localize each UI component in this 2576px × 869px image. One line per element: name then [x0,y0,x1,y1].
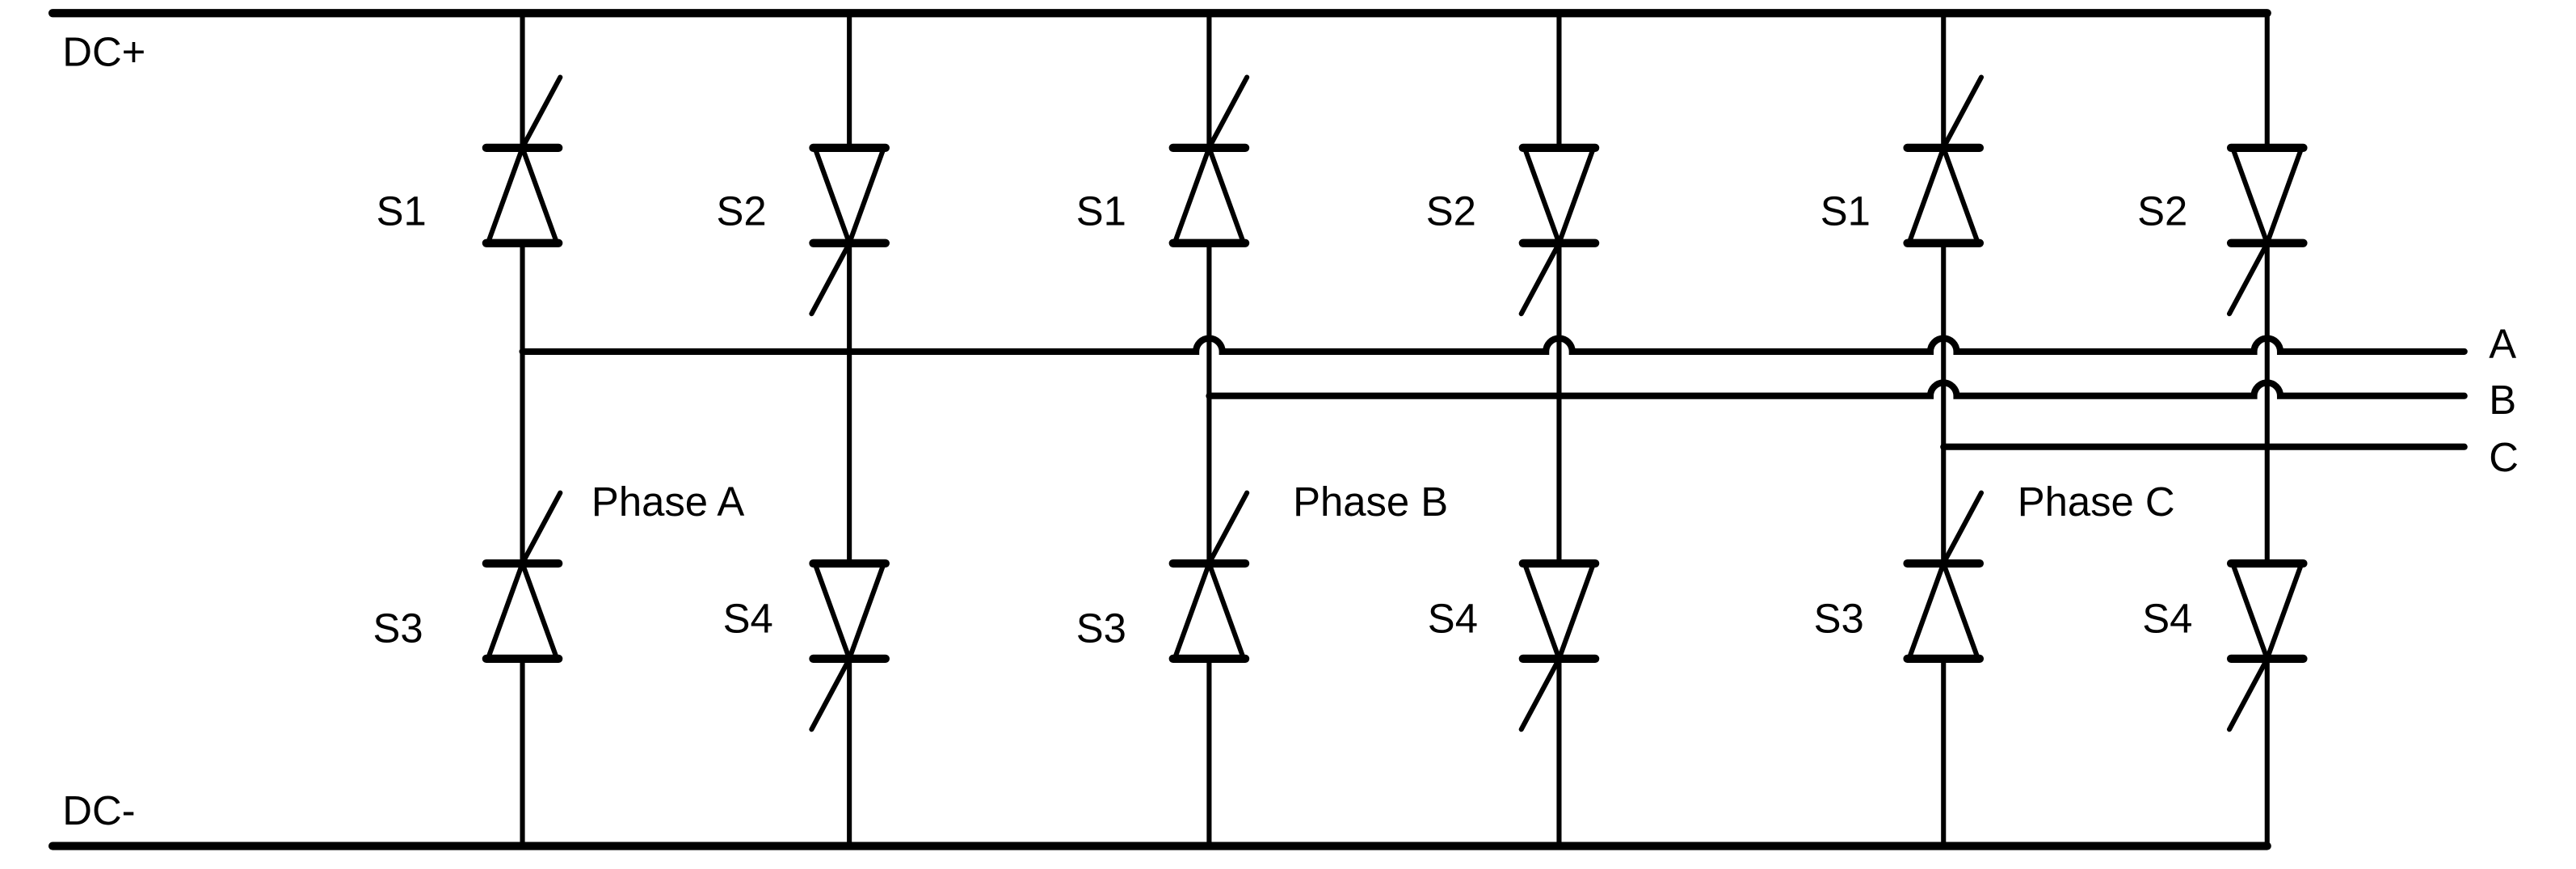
thyristor-triangle [812,145,886,246]
switch-label-a-s2: S2 [716,188,766,234]
wires [48,9,2468,850]
switch-label-b-s4: S4 [1428,595,1478,641]
thyristor-triangle [485,560,560,661]
dc-plus-label: DC+ [62,28,145,74]
thyristor-triangle [485,145,560,246]
thyristor-c-s4 [2226,559,2308,732]
thyristor-a-s3 [482,490,563,663]
thyristor-triangle [812,560,886,661]
switch-label-b-s3: S3 [1076,605,1126,652]
gate-lead [809,243,851,317]
thyristor-c-s3 [1903,490,1985,663]
gate-lead [2226,243,2268,317]
phase-b-label: Phase B [1293,479,1448,525]
gate-lead [1943,74,1985,147]
output-label-a: A [2489,321,2516,367]
switch-label-b-s1: S1 [1076,188,1126,234]
thyristor-b-s2 [1518,143,1600,317]
thyristor-triangle [1522,145,1597,246]
switch-label-c-s3: S3 [1814,595,1864,641]
thyristor-c-s1 [1903,74,1985,247]
thyristor-b-s3 [1168,490,1250,663]
gate-lead [1518,659,1560,732]
thyristor-a-s2 [809,143,890,317]
output-line-a [519,335,2468,355]
thyristor-b-s4 [1518,559,1600,732]
thyristor-a-s1 [482,74,563,247]
gate-lead [2226,659,2268,732]
phase-c-label: Phase C [2018,479,2175,525]
switch-label-c-s4: S4 [2142,595,2192,641]
thyristor-triangle [1522,560,1597,661]
gate-lead [809,659,851,732]
thyristor-triangle [1906,560,1980,661]
switch-label-a-s3: S3 [373,605,423,652]
output-label-c: C [2489,434,2519,480]
thyristor-b-s1 [1168,74,1250,247]
gate-lead [1208,74,1250,147]
thyristor-triangle [1906,145,1980,246]
gate-lead [1208,490,1250,563]
switch-label-a-s4: S4 [723,595,773,641]
gate-lead [521,490,563,563]
thyristor-c-s2 [2226,143,2308,317]
thyristor-triangle [1172,560,1247,661]
output-label-b: B [2489,377,2516,423]
gate-lead [1518,243,1560,317]
phase-a-label: Phase A [591,479,744,525]
thyristors [482,74,2308,732]
thyristor-a-s4 [809,559,890,732]
switch-label-c-s1: S1 [1820,188,1871,234]
thyristor-triangle [2230,145,2305,246]
thyristor-triangle [1172,145,1247,246]
output-line-b [1206,379,2468,399]
thyristor-triangle [2230,560,2305,661]
gate-lead [1943,490,1985,563]
dc-minus-label: DC- [62,787,135,833]
gate-lead [521,74,563,147]
switch-label-c-s2: S2 [2137,188,2187,234]
switch-label-b-s2: S2 [1426,188,1476,234]
switch-label-a-s1: S1 [377,188,427,234]
